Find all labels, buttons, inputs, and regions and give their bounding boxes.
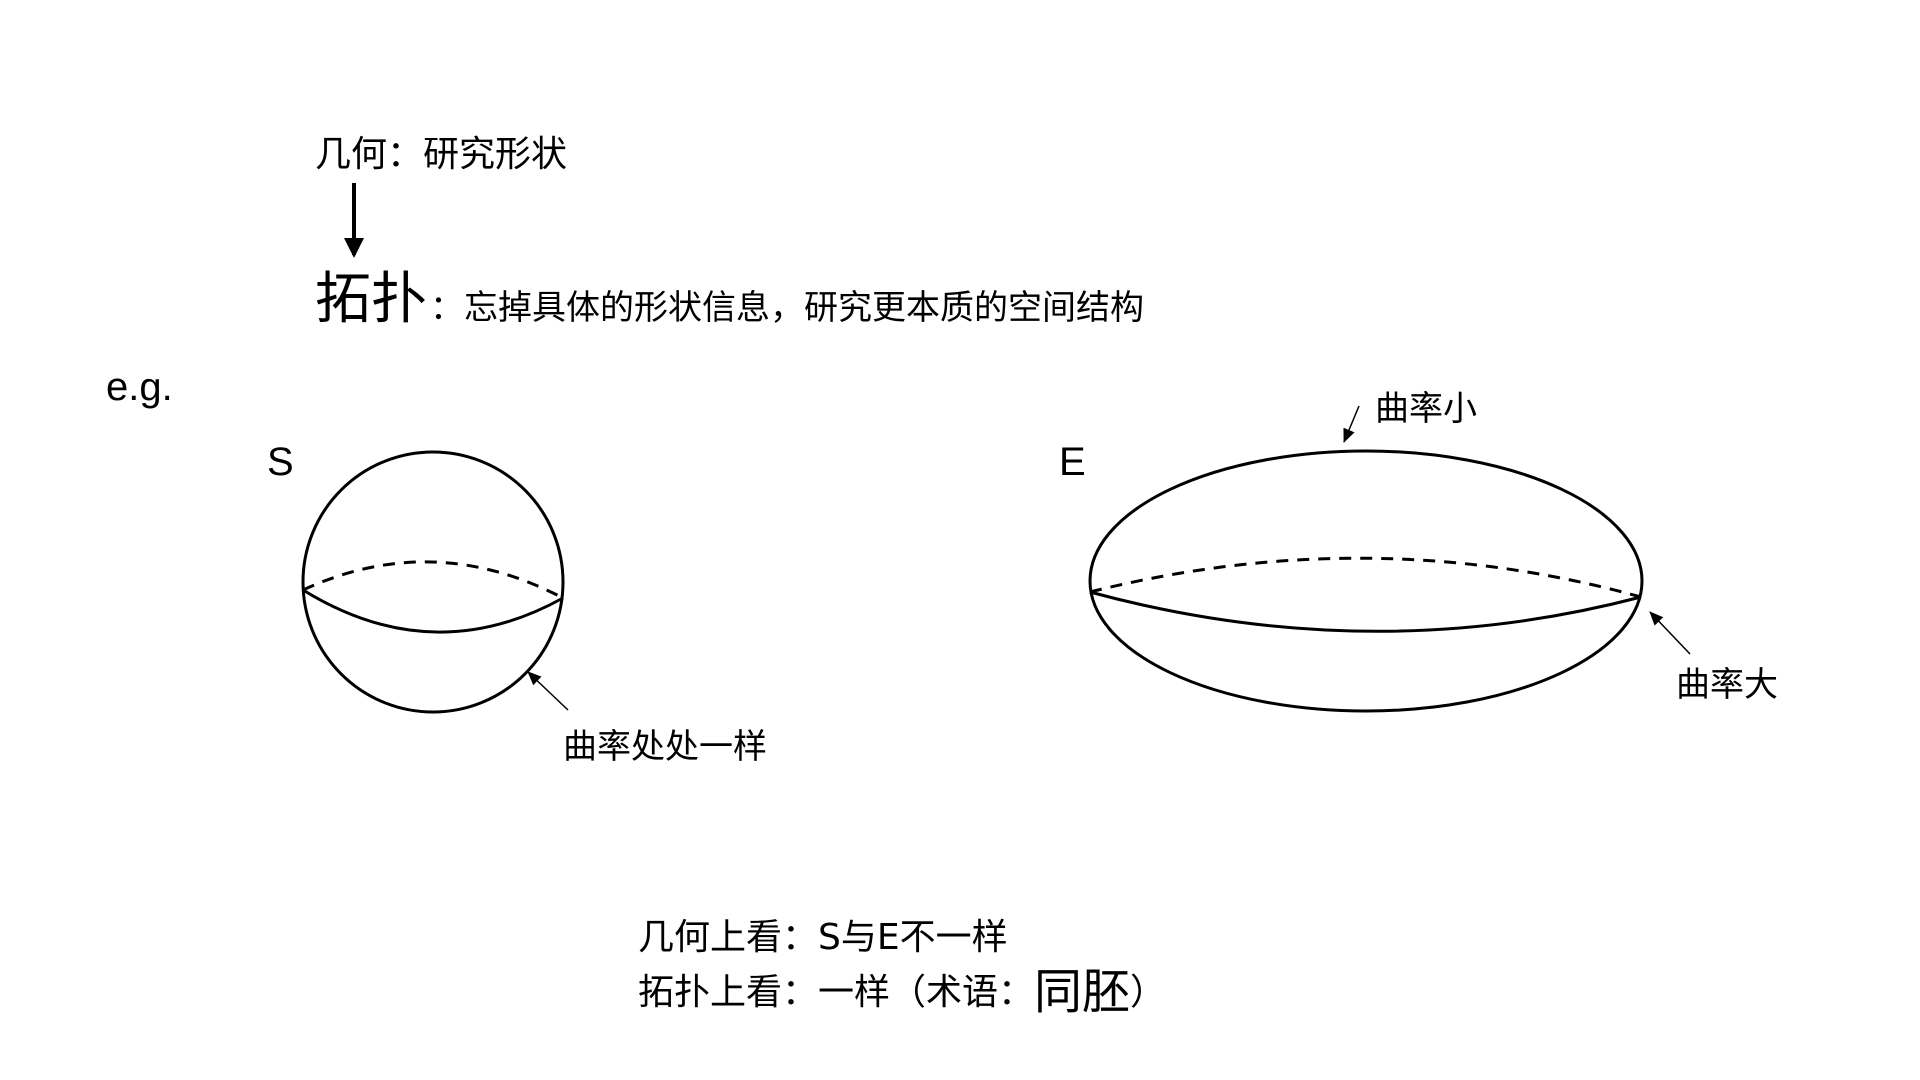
low-curvature-pointer-arrow	[1343, 405, 1360, 443]
geometry-view-line: 几何上看：S与E不一样	[638, 917, 1008, 958]
sphere-pointer-arrow	[527, 671, 569, 711]
topology-view-suffix: ）	[1130, 972, 1167, 1013]
sphere-equator-back	[302, 560, 564, 600]
topology-view-line: 拓扑上看：一样（术语：同胚）	[638, 968, 1166, 1016]
high-curvature-note: 曲率大	[1676, 665, 1778, 705]
example-label: e.g.	[106, 365, 173, 409]
sphere-equator-front	[302, 588, 564, 634]
ellipsoid-label: E	[1059, 440, 1086, 484]
ellipsoid-equator-back	[1089, 556, 1642, 599]
sphere-curvature-note: 曲率处处一样	[563, 727, 767, 767]
down-arrow-head	[344, 238, 364, 258]
geometry-line: 几何：研究形状	[315, 134, 568, 175]
homeomorphism-term: 同胚	[1034, 964, 1131, 1020]
topology-description: ：忘掉具体的形状信息，研究更本质的空间结构	[430, 288, 1144, 328]
sphere-shape	[301, 450, 565, 714]
topology-term: 拓扑	[315, 267, 427, 332]
low-curvature-note: 曲率小	[1375, 389, 1477, 429]
sphere-label: S	[267, 440, 294, 484]
topology-view-prefix: 拓扑上看：一样（术语：	[638, 972, 1035, 1013]
ellipsoid-shape	[1088, 449, 1644, 713]
ellipsoid-equator-front	[1089, 590, 1642, 633]
high-curvature-pointer-arrow	[1649, 611, 1691, 655]
